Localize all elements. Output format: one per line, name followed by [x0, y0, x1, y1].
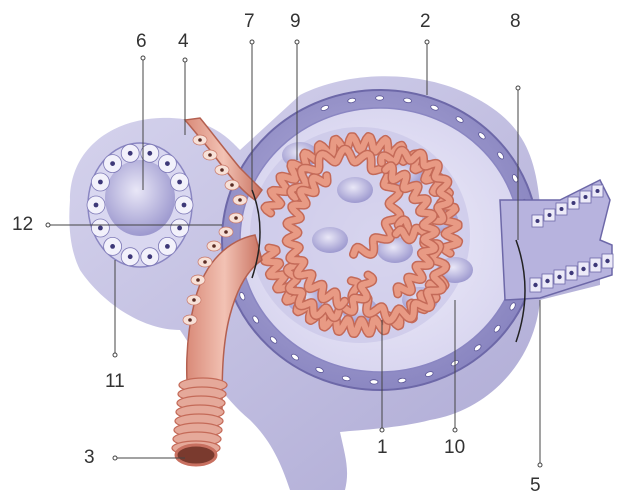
parietal-nucleus — [370, 380, 378, 385]
tubule-cell-nucleus — [98, 180, 103, 185]
label-7: 7 — [244, 12, 255, 31]
label-6: 6 — [136, 32, 147, 51]
tubule-cell-nucleus — [581, 267, 585, 271]
leader-dot — [250, 40, 254, 44]
leader-dot — [46, 223, 50, 227]
mesangial-spot — [312, 227, 348, 253]
label-11: 11 — [105, 372, 125, 391]
leader-dot — [113, 456, 117, 460]
jg-cell-nucleus — [203, 260, 207, 264]
tubule-cell-nucleus — [110, 244, 115, 249]
tubule-cell-nucleus — [147, 254, 152, 259]
tubule-cell-nucleus — [536, 219, 540, 223]
leader-dot — [295, 40, 299, 44]
parietal-nucleus — [376, 96, 384, 100]
leader-dot — [425, 40, 429, 44]
coiled-arteriole — [172, 378, 227, 455]
jg-cell-nucleus — [196, 278, 200, 282]
arteriole-lumen — [176, 445, 216, 465]
jg-cell-nucleus — [212, 244, 216, 248]
tubule-cell-nucleus — [596, 189, 600, 193]
tubule-cell-nucleus — [605, 259, 609, 263]
tubule-cell-nucleus — [572, 201, 576, 205]
label-9: 9 — [290, 12, 301, 31]
jg-cell-nucleus — [208, 153, 212, 157]
jg-cell-nucleus — [234, 216, 238, 220]
tubule-cell-nucleus — [533, 283, 537, 287]
jg-cell-nucleus — [230, 183, 234, 187]
tubule-cell-nucleus — [98, 226, 103, 231]
label-10: 10 — [444, 438, 465, 457]
jg-cell-nucleus — [220, 168, 224, 172]
tubule-cell-nucleus — [177, 226, 182, 231]
tubule-cell-nucleus — [110, 161, 115, 166]
tubule-cell-nucleus — [128, 151, 133, 156]
tubule-cell-nucleus — [182, 203, 187, 208]
label-2: 2 — [420, 12, 431, 31]
tubule-cell-nucleus — [593, 263, 597, 267]
jg-cell-nucleus — [192, 298, 196, 302]
label-5: 5 — [530, 476, 541, 495]
leader-dot — [380, 428, 384, 432]
tubule-cell-nucleus — [94, 203, 99, 208]
tubule-cell-nucleus — [177, 180, 182, 185]
jg-cell-nucleus — [188, 318, 192, 322]
label-1: 1 — [377, 438, 388, 457]
label-12: 12 — [12, 215, 33, 234]
tubule-cell-nucleus — [165, 244, 170, 249]
leader-dot — [113, 353, 117, 357]
leader-dot — [183, 58, 187, 62]
leader-dot — [453, 428, 457, 432]
leader-dot — [538, 463, 542, 467]
leader-dot — [516, 86, 520, 90]
tubule-cell-nucleus — [147, 151, 152, 156]
tubule-cell-nucleus — [165, 161, 170, 166]
tubule-cell-nucleus — [545, 279, 549, 283]
jg-cell-nucleus — [224, 230, 228, 234]
label-4: 4 — [178, 32, 189, 51]
tubule-cell-nucleus — [560, 207, 564, 211]
jg-cell-nucleus — [238, 198, 242, 202]
label-3: 3 — [84, 448, 95, 467]
jg-cell-nucleus — [198, 138, 202, 142]
tubule-cell-nucleus — [569, 271, 573, 275]
tubule-cell-nucleus — [128, 254, 133, 259]
label-8: 8 — [510, 12, 521, 31]
mesangial-spot — [337, 177, 373, 203]
tubule-cell-nucleus — [557, 275, 561, 279]
tubule-cell-nucleus — [548, 213, 552, 217]
leader-dot — [141, 56, 145, 60]
tubule-cell-nucleus — [584, 195, 588, 199]
